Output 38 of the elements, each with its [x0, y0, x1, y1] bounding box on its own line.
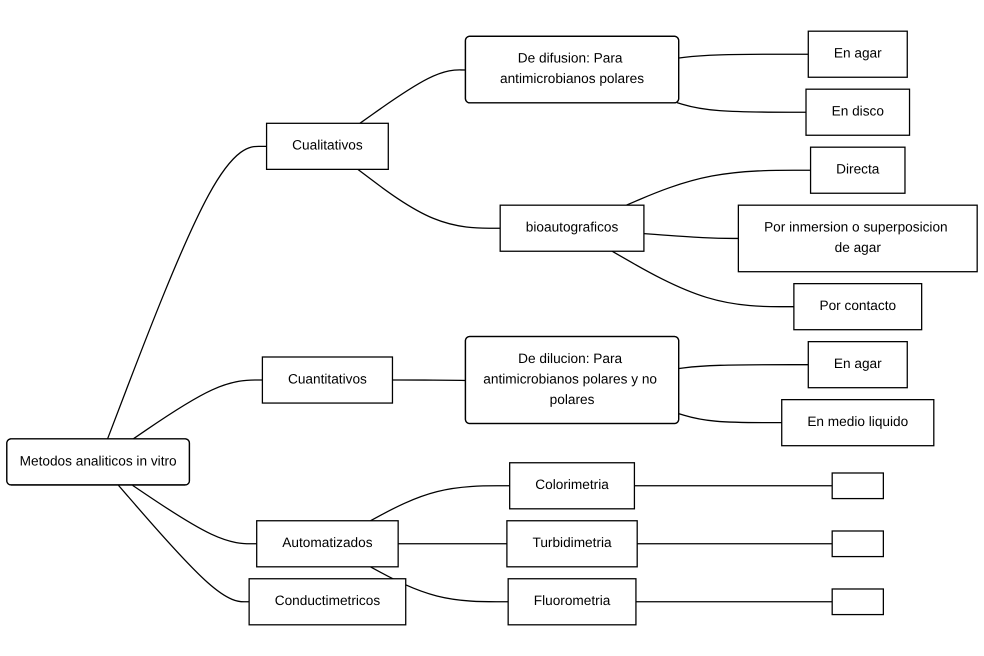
connector	[398, 543, 507, 544]
connector	[626, 170, 811, 206]
connector	[679, 364, 808, 370]
node-box: Conductimetricos	[248, 578, 406, 626]
connector	[132, 484, 257, 544]
node-box: En agar	[808, 341, 908, 388]
connector	[634, 485, 832, 486]
connector	[636, 601, 832, 602]
connector	[118, 484, 250, 602]
node-box: Turbidimetria	[506, 520, 638, 568]
connector	[676, 102, 806, 113]
connector	[392, 379, 466, 382]
connector	[679, 54, 808, 59]
node-box: Fluorometria	[508, 578, 637, 626]
node-box: En agar	[808, 30, 908, 78]
connector	[612, 250, 794, 308]
connector	[370, 485, 510, 522]
connector	[637, 543, 832, 544]
node-box: Cualitativos	[266, 122, 389, 170]
node-box: bioautograficos	[500, 204, 645, 252]
node-box	[832, 588, 884, 616]
connector	[644, 232, 738, 240]
node-box: Directa	[810, 146, 906, 194]
node-box: Automatizados	[256, 520, 399, 568]
node-box	[832, 530, 884, 558]
connector	[678, 413, 782, 424]
node-box: Por contacto	[793, 283, 922, 330]
node-box	[832, 472, 884, 500]
node-box: Cuantitativos	[262, 356, 394, 404]
connector	[106, 146, 267, 440]
connector	[132, 379, 262, 440]
node-box: En medio liquido	[781, 399, 934, 446]
connector	[360, 69, 466, 124]
connector	[370, 566, 508, 602]
connector	[357, 168, 500, 229]
node-box: En disco	[805, 88, 910, 136]
node-box: Por inmersion o superposicion de agar	[738, 204, 978, 272]
node-box: Colorimetria	[509, 462, 636, 510]
